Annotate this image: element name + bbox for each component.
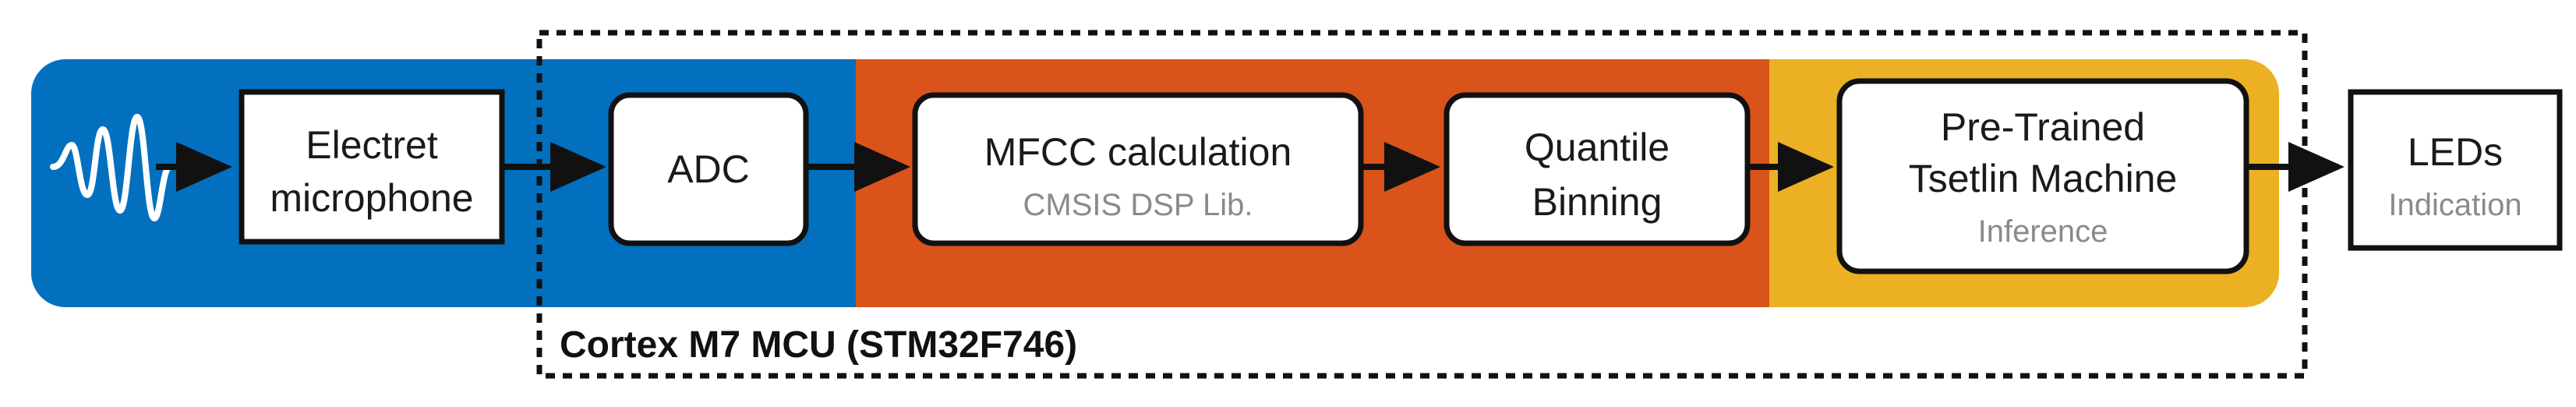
tsetlin-block: Pre-Trained Tsetlin Machine Inference [1836,78,2249,274]
tsetlin-sublabel: Inference [1978,214,2108,249]
mfcc-sublabel: CMSIS DSP Lib. [1023,188,1253,222]
quantile-block: Quantile Binning [1443,92,1751,246]
mcu-label: Cortex M7 MCU (STM32F746) [560,324,1077,366]
sine-wave-icon [50,114,173,221]
leds-block: LEDs Indication [2348,89,2563,251]
quantile-label-line1: Quantile [1525,126,1670,169]
leds-sublabel: Indication [2388,188,2521,222]
tsetlin-label-line1: Pre-Trained [1941,105,2145,149]
quantile-label-line2: Binning [1532,180,1663,224]
microphone-label-line2: microphone [270,176,473,220]
mfcc-block: MFCC calculation CMSIS DSP Lib. [912,92,1364,246]
microphone-block: Electret microphone [239,89,505,245]
mcu-boundary [536,30,2308,379]
mfcc-label: MFCC calculation [984,130,1292,174]
leds-label: LEDs [2408,130,2503,174]
adc-block: ADC [608,92,809,246]
tsetlin-label-line2: Tsetlin Machine [1909,157,2178,200]
adc-label: ADC [667,147,750,191]
microphone-label-line1: Electret [306,123,438,167]
